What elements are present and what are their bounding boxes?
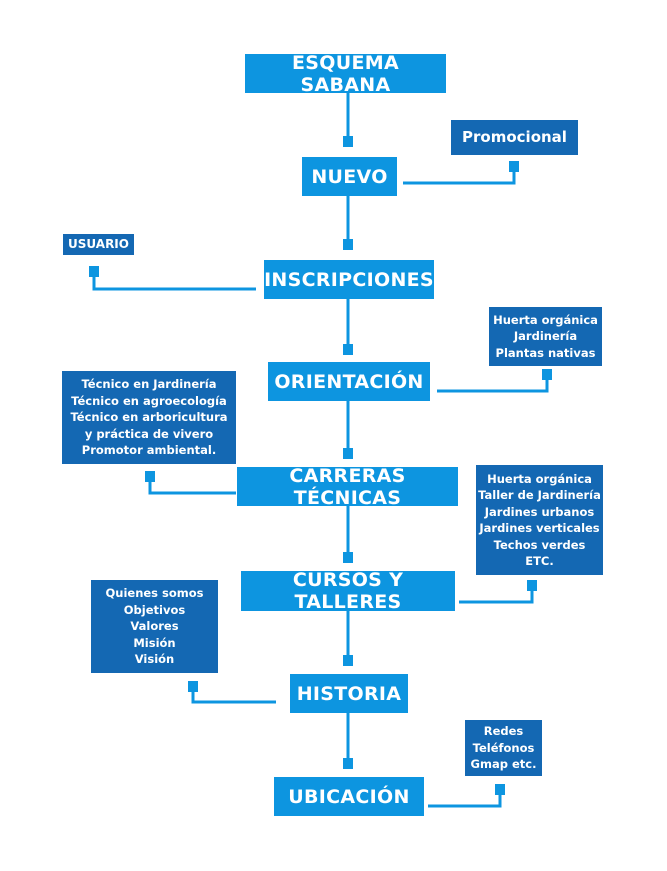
side-item: y práctica de vivero xyxy=(84,426,214,441)
side-item: Plantas nativas xyxy=(495,345,596,360)
side-ubicacion: Redes Teléfonos Gmap etc. xyxy=(465,720,542,776)
side-item: Gmap etc. xyxy=(470,757,537,772)
side-item: Jardines verticales xyxy=(479,521,600,535)
side-item: ETC. xyxy=(525,554,554,568)
side-orientacion-opciones: Huerta orgánica Jardinería Plantas nativ… xyxy=(489,307,602,366)
connector-inscripciones-usuario xyxy=(92,271,256,291)
side-item: Redes xyxy=(483,724,524,739)
side-item: Promocional xyxy=(462,128,567,147)
side-item: Quienes somos xyxy=(105,586,204,601)
node-marker xyxy=(343,239,353,250)
side-item: Técnico en agroecología xyxy=(71,393,227,408)
node-historia: HISTORIA xyxy=(290,674,408,713)
side-item: Técnico en arboricultura xyxy=(70,410,228,425)
side-item: Misión xyxy=(133,635,176,650)
node-marker xyxy=(509,161,519,172)
side-item: Objetivos xyxy=(123,602,186,617)
node-orientacion: ORIENTACIÓN xyxy=(268,362,430,401)
node-marker xyxy=(343,136,353,147)
side-item: Promotor ambiental. xyxy=(81,443,217,458)
node-marker xyxy=(527,580,537,591)
node-nuevo: NUEVO xyxy=(302,157,397,196)
node-inscripciones: INSCRIPCIONES xyxy=(264,260,434,299)
node-cursos-talleres: CURSOS Y TALLERES xyxy=(241,569,455,613)
node-ubicacion: UBICACIÓN xyxy=(274,777,424,816)
node-marker xyxy=(343,552,353,563)
side-promocional: Promocional xyxy=(451,120,578,155)
side-item: Techos verdes xyxy=(493,537,586,552)
side-item: Técnico en Jardinería xyxy=(81,377,217,392)
node-marker xyxy=(89,266,99,277)
node-marker xyxy=(145,471,155,482)
side-item: Teléfonos xyxy=(472,740,535,755)
side-item: Jardines urbanos xyxy=(484,504,595,519)
side-cursos-talleres: Huerta orgánica Taller de Jardinería Jar… xyxy=(476,465,603,575)
node-marker xyxy=(343,448,353,459)
side-item: Visión xyxy=(134,652,175,667)
connector-historia-nosotros xyxy=(191,685,276,704)
node-marker xyxy=(495,784,505,795)
node-marker xyxy=(188,681,198,692)
node-esquema-sabana: ESQUEMA SABANA xyxy=(245,52,446,96)
side-item: Valores xyxy=(130,619,179,634)
side-carreras-tecnicas: Técnico en Jardinería Técnico en agroeco… xyxy=(62,371,236,464)
side-usuario: USUARIO xyxy=(63,234,134,255)
side-historia: Quienes somos Objetivos Valores Misión V… xyxy=(91,580,218,673)
connector-ubicacion-redes xyxy=(428,789,502,808)
node-carreras-tecnicas: CARRERAS TÉCNICAS xyxy=(237,465,458,509)
connector-orientacion-huerta xyxy=(437,373,549,393)
connector-carreras-tecnicos xyxy=(148,476,236,495)
side-item: Jardinería xyxy=(513,329,578,344)
connector-nuevo-promocional xyxy=(403,166,516,185)
node-marker xyxy=(343,655,353,666)
side-item: USUARIO xyxy=(68,237,129,252)
connector-cursos-talleres xyxy=(459,585,534,604)
side-item: Taller de Jardinería xyxy=(478,488,601,502)
node-marker xyxy=(542,369,552,380)
node-marker xyxy=(343,344,353,355)
side-item: Huerta orgánica xyxy=(493,312,598,327)
node-marker xyxy=(343,758,353,769)
side-item: Huerta orgánica xyxy=(487,471,592,486)
